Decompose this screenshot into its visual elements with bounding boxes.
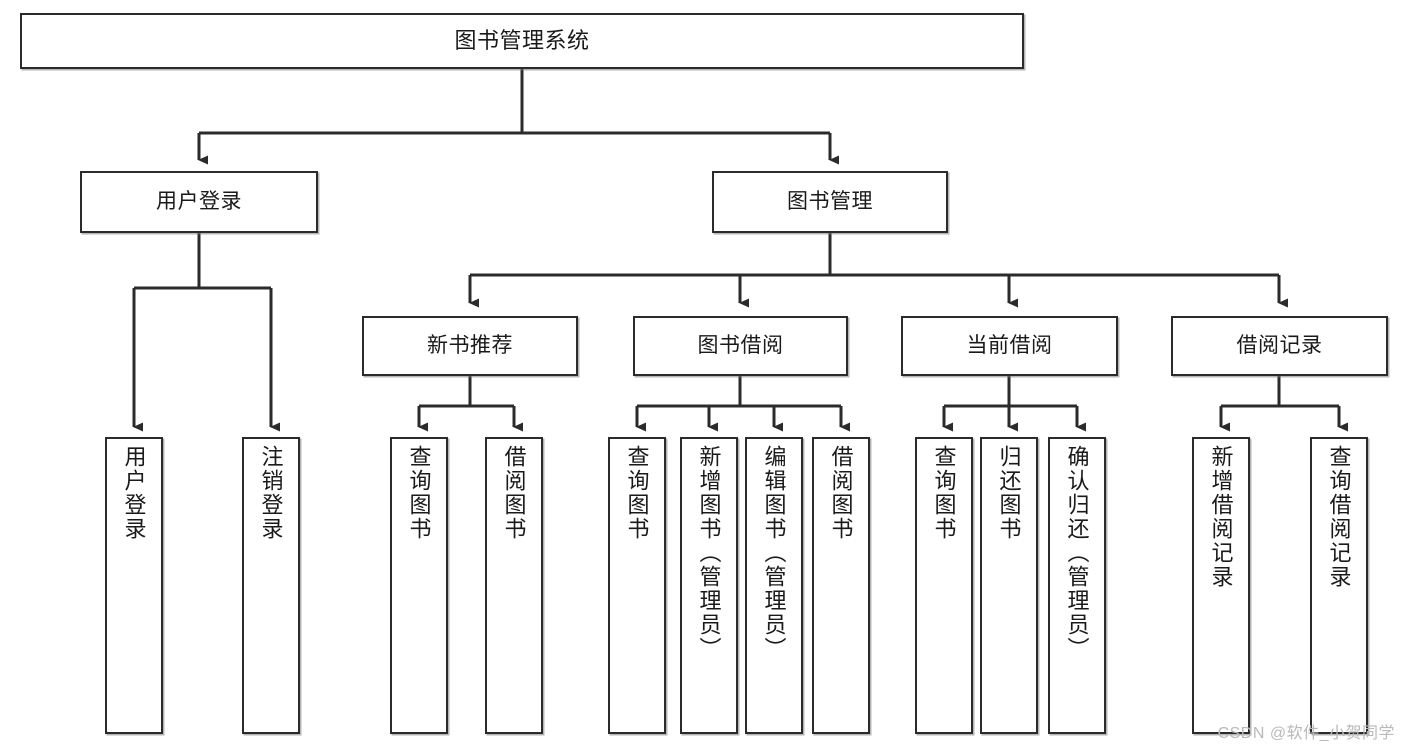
node-leaf-query-book-current[interactable]: 查询图书 — [915, 437, 973, 734]
node-label: 用户登录 — [156, 189, 242, 213]
node-label: 查询图书 — [624, 445, 650, 541]
node-book-management[interactable]: 图书管理 — [712, 171, 948, 233]
node-leaf-query-book-recommend[interactable]: 查询图书 — [390, 437, 448, 734]
node-leaf-edit-book-admin[interactable]: 编辑图书（管理员） — [745, 437, 803, 734]
node-label: 新增借阅记录 — [1208, 445, 1234, 589]
node-leaf-query-borrow-record[interactable]: 查询借阅记录 — [1310, 437, 1368, 734]
node-book-borrow[interactable]: 图书借阅 — [633, 316, 848, 376]
node-label: 图书管理系统 — [454, 28, 590, 54]
node-current-borrow[interactable]: 当前借阅 — [901, 316, 1118, 376]
node-leaf-borrow-book-recommend[interactable]: 借阅图书 — [485, 437, 543, 734]
node-leaf-confirm-return-admin[interactable]: 确认归还（管理员） — [1048, 437, 1106, 734]
node-label: 图书借阅 — [697, 333, 784, 357]
node-label: 用户登录 — [121, 445, 147, 541]
node-label: 查询图书 — [406, 445, 432, 541]
node-label: 借阅记录 — [1236, 333, 1323, 357]
node-leaf-logout[interactable]: 注销登录 — [242, 437, 300, 734]
node-label: 查询图书 — [931, 445, 957, 541]
node-borrow-record[interactable]: 借阅记录 — [1171, 316, 1388, 376]
node-new-book-recommend[interactable]: 新书推荐 — [362, 316, 578, 376]
node-label: 借阅图书 — [501, 445, 527, 541]
node-leaf-borrow-book[interactable]: 借阅图书 — [812, 437, 870, 734]
node-book-management-system[interactable]: 图书管理系统 — [20, 13, 1024, 69]
node-label: 注销登录 — [258, 445, 284, 541]
node-label: 确认归还（管理员） — [1064, 445, 1090, 661]
node-leaf-add-book-admin[interactable]: 新增图书（管理员） — [680, 437, 738, 734]
node-leaf-add-borrow-record[interactable]: 新增借阅记录 — [1192, 437, 1250, 734]
node-label: 新书推荐 — [427, 333, 513, 357]
node-leaf-return-book[interactable]: 归还图书 — [980, 437, 1038, 734]
node-user-login[interactable]: 用户登录 — [80, 171, 318, 233]
node-leaf-user-login[interactable]: 用户登录 — [105, 437, 163, 734]
node-label: 编辑图书（管理员） — [761, 445, 787, 661]
node-label: 新增图书（管理员） — [696, 445, 722, 661]
node-label: 查询借阅记录 — [1326, 445, 1352, 589]
node-leaf-query-book-borrow[interactable]: 查询图书 — [608, 437, 666, 734]
node-label: 归还图书 — [996, 445, 1022, 541]
node-label: 图书管理 — [787, 189, 873, 213]
node-label: 借阅图书 — [828, 445, 854, 541]
node-label: 当前借阅 — [966, 333, 1053, 357]
watermark-text: CSDN @软件_小贺同学 — [1217, 725, 1395, 742]
